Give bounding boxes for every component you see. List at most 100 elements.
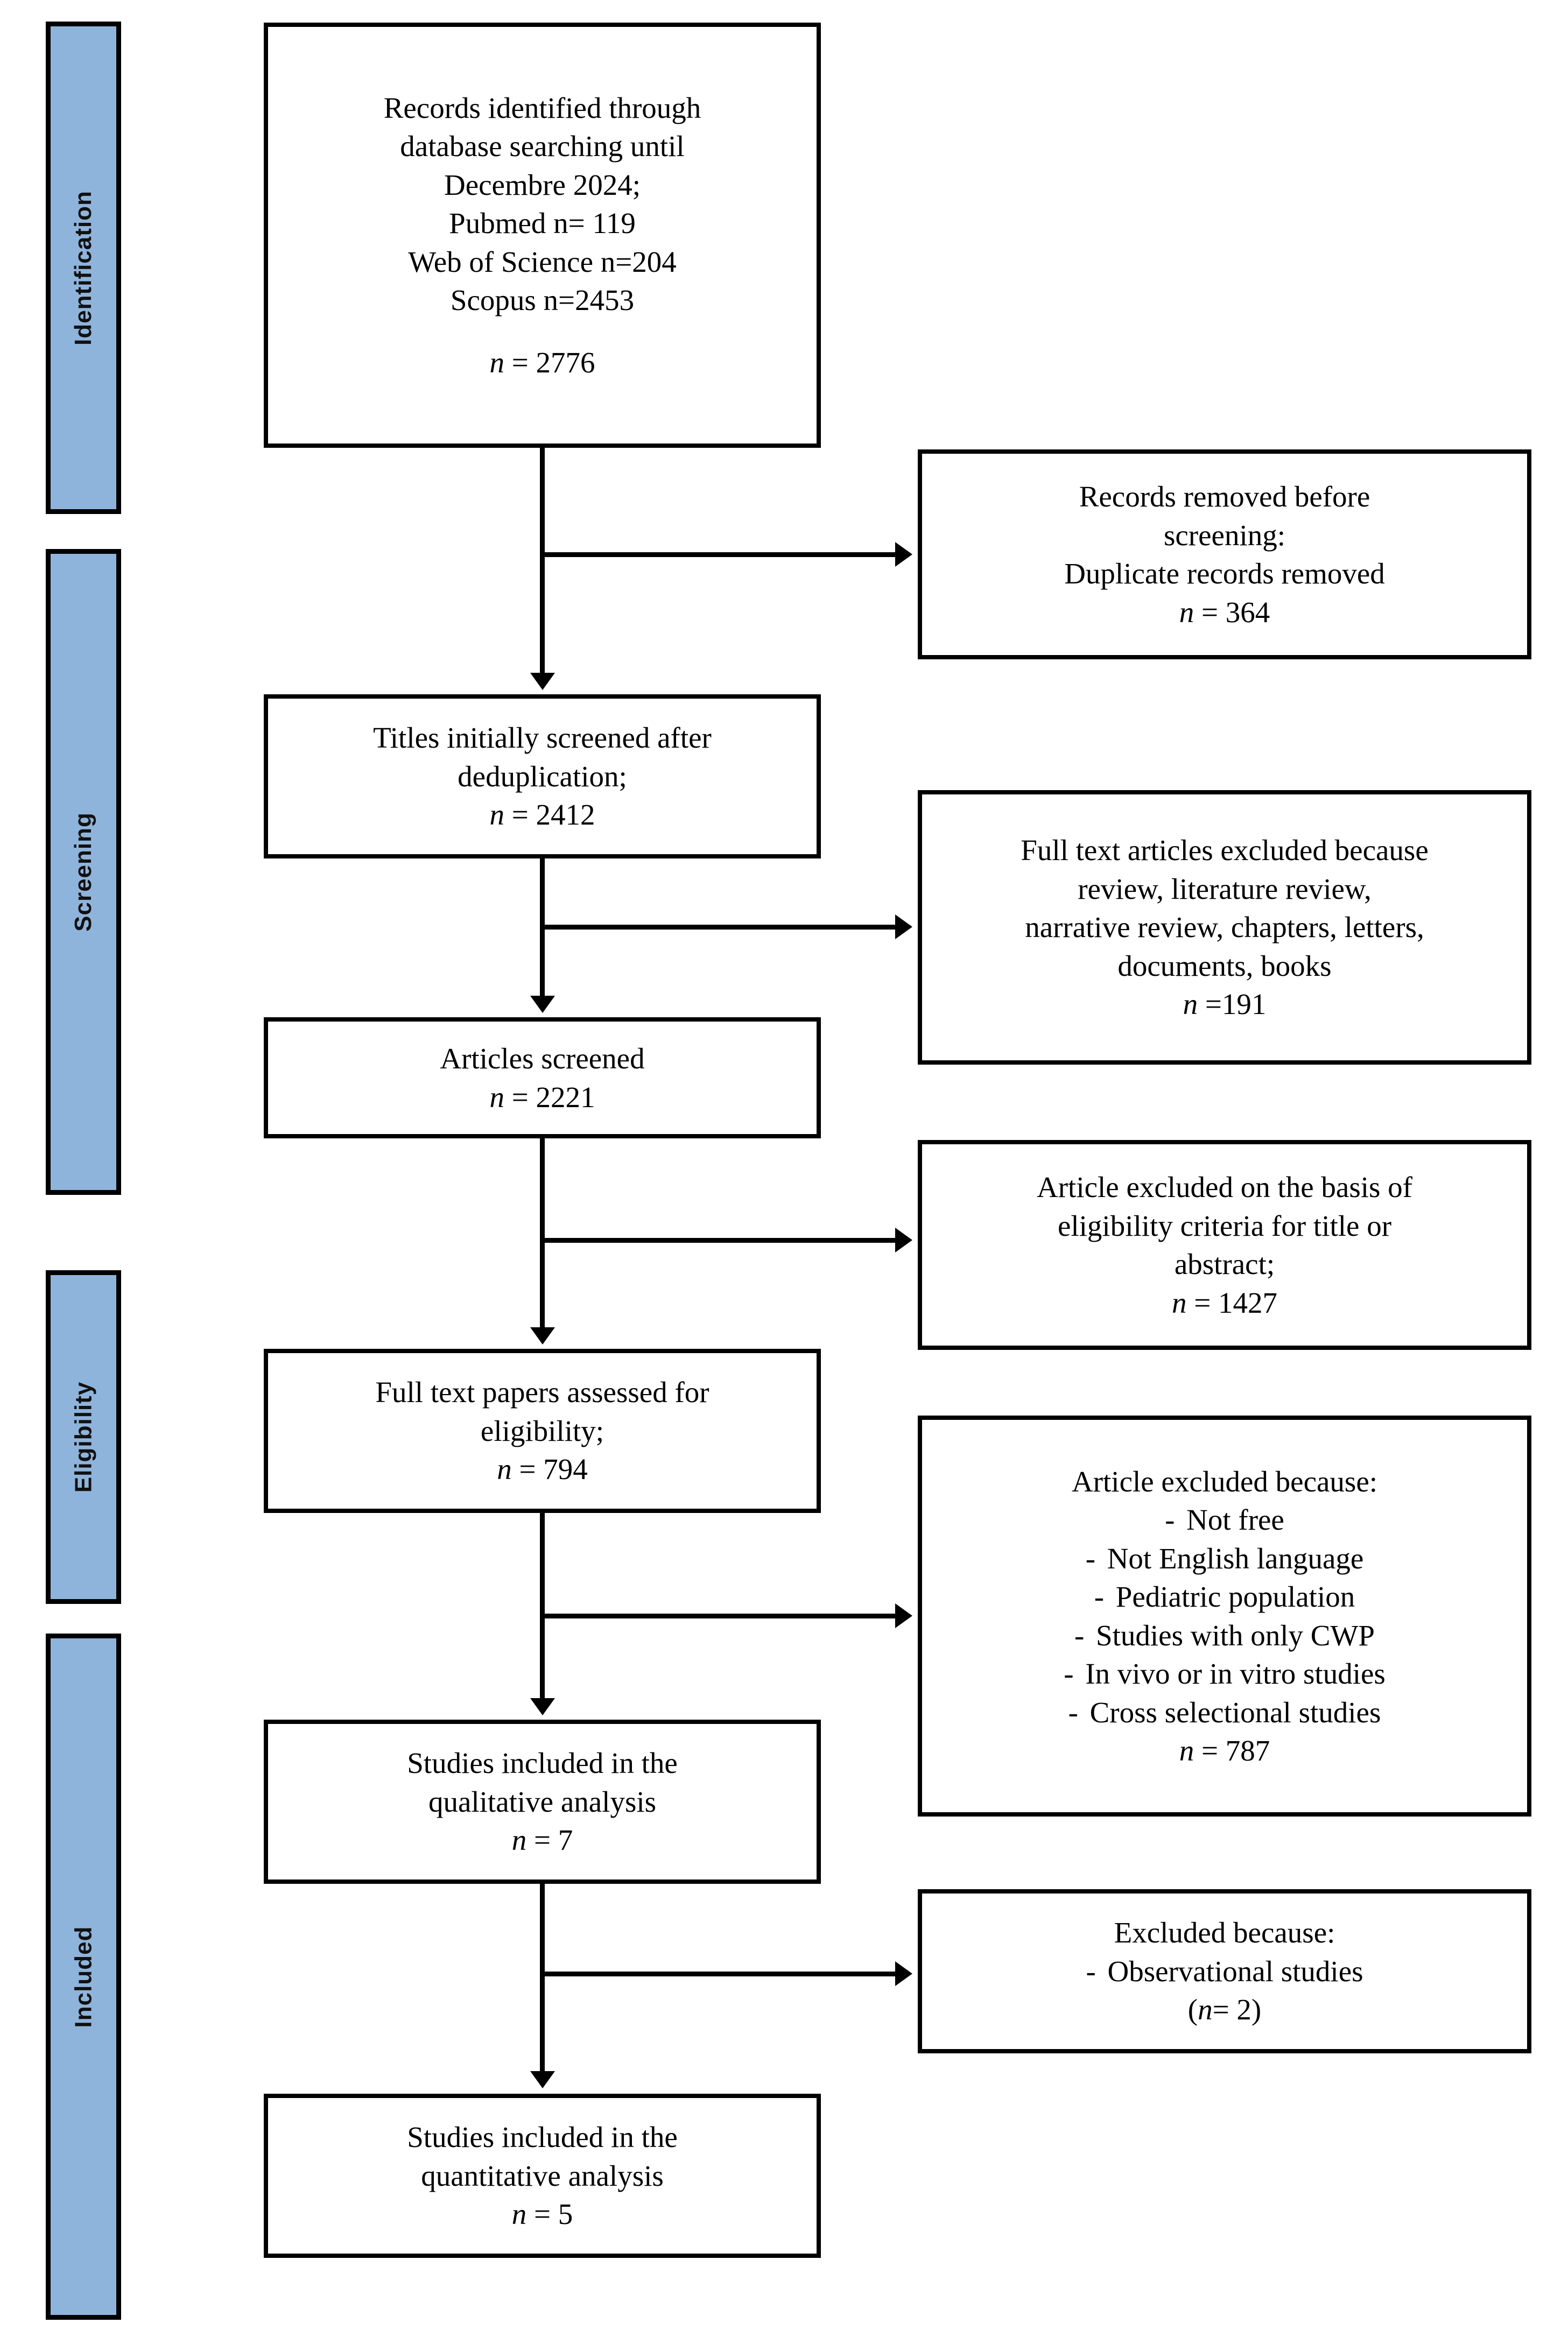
n-symbol: n — [511, 1824, 527, 1857]
arrowhead-right-to-fulltext-excluded — [895, 914, 912, 939]
list-item: - Not English language — [1086, 1539, 1364, 1578]
stage-bar-included: Included — [46, 1634, 121, 2320]
connector-articles-screened-to-assessed — [540, 1138, 545, 1329]
box-count: n = 5 — [512, 2195, 573, 2234]
arrowhead-right-to-excluded-observational — [895, 1961, 912, 1986]
list-item: - Studies with only CWP — [1074, 1616, 1375, 1655]
box-line: narrative review, chapters, letters, — [1025, 911, 1424, 944]
list-item: - In vivo or in vitro studies — [1064, 1655, 1386, 1693]
bullet-dash-icon: - — [1074, 1618, 1085, 1652]
stage-label-screening: Screening — [70, 812, 96, 932]
n-symbol: n — [1171, 1286, 1187, 1319]
box-count: n = 2776 — [489, 343, 595, 382]
exclusion-reason-list: - Observational studies — [934, 1952, 1515, 1991]
box-line: Records identified through — [383, 91, 701, 124]
box-line: screening: — [1163, 518, 1285, 552]
n-symbol: n — [1183, 988, 1198, 1021]
connector-qualitative-to-excluded-observational — [540, 1972, 895, 1976]
box-excluded-observational: Excluded because: - Observational studie… — [918, 1889, 1531, 2053]
box-count: n = 794 — [497, 1450, 588, 1489]
list-item-label: Pediatric population — [1115, 1580, 1355, 1613]
box-count: n = 2221 — [489, 1078, 595, 1117]
list-item: - Not free — [1165, 1501, 1284, 1539]
n-symbol: n — [489, 798, 504, 832]
n-value: = 2412 — [511, 798, 595, 832]
bullet-dash-icon: - — [1165, 1503, 1175, 1536]
stage-label-eligibility: Eligibility — [70, 1381, 97, 1493]
box-line: Duplicate records removed — [1064, 557, 1385, 590]
arrowhead-down-to-titles — [530, 673, 555, 690]
list-item-label: Not English language — [1107, 1541, 1364, 1575]
connector-assessed-to-article-excluded — [540, 1614, 895, 1618]
box-line: Article excluded on the basis of — [1037, 1171, 1412, 1203]
box-count: n = 1427 — [1172, 1284, 1277, 1322]
box-line: Pubmed n= 119 — [449, 207, 636, 240]
box-heading: Article excluded because: — [1071, 1465, 1378, 1498]
n-symbol: n — [489, 1080, 504, 1114]
box-heading: Excluded because: — [1114, 1916, 1335, 1949]
box-line: Articles screened — [440, 1042, 645, 1075]
n-value: = 2221 — [511, 1080, 595, 1114]
box-line: Scopus n=2453 — [450, 284, 635, 317]
box-records-identified: Records identified through database sear… — [264, 23, 821, 448]
connector-qualitative-to-quantitative — [540, 1884, 545, 2072]
bullet-dash-icon: - — [1064, 1657, 1074, 1690]
box-excluded-eligibility-criteria: Article excluded on the basis of eligibi… — [918, 1140, 1531, 1350]
arrowhead-down-to-articles-screened — [530, 996, 555, 1013]
n-symbol: n — [1198, 1993, 1213, 2026]
box-fulltext-excluded-publication-type: Full text articles excluded because revi… — [918, 790, 1531, 1065]
list-item-label: Studies with only CWP — [1096, 1618, 1375, 1652]
box-studies-included-qualitative: Studies included in the qualitative anal… — [264, 1720, 821, 1884]
n-symbol: n — [1179, 1734, 1194, 1767]
n-suffix: ) — [1251, 1993, 1262, 2026]
box-line: Titles initially screened after — [373, 721, 712, 755]
arrowhead-right-to-excluded-eligibility — [895, 1228, 912, 1252]
list-item-label: Cross selectional studies — [1089, 1695, 1381, 1729]
box-count: n = 364 — [1179, 593, 1270, 632]
box-line: abstract; — [1174, 1248, 1275, 1280]
box-count: n = 787 — [1179, 1731, 1270, 1770]
arrowhead-right-to-article-excluded — [895, 1603, 912, 1628]
connector-articles-screened-to-excluded-eligibility — [540, 1238, 895, 1243]
arrowhead-right-to-duplicates — [895, 542, 912, 567]
n-value: = 794 — [519, 1453, 588, 1486]
box-line: Full text papers assessed for — [375, 1376, 709, 1409]
stage-bar-identification: Identification — [46, 22, 121, 514]
box-line: Web of Science n=204 — [408, 245, 677, 278]
n-value: = 2776 — [511, 346, 595, 379]
n-value: = 2 — [1212, 1993, 1251, 2026]
connector-titles-to-fulltext-excluded — [540, 925, 895, 930]
exclusion-reason-list: - Not free - Not English language - Pedi… — [934, 1501, 1515, 1731]
stage-bar-screening: Screening — [46, 549, 121, 1195]
connector-identified-to-duplicates — [540, 552, 895, 557]
box-count: n = 2412 — [489, 796, 595, 834]
box-line: deduplication; — [458, 759, 627, 793]
arrowhead-down-to-assessed — [530, 1327, 555, 1345]
box-fulltext-assessed-eligibility: Full text papers assessed for eligibilit… — [264, 1349, 821, 1513]
box-count: n =191 — [1183, 985, 1267, 1024]
stage-bar-eligibility: Eligibility — [46, 1270, 121, 1604]
bullet-dash-icon: - — [1086, 1954, 1096, 1988]
n-value: = 1427 — [1194, 1286, 1278, 1319]
box-titles-screened: Titles initially screened after deduplic… — [264, 694, 821, 858]
n-value: = 5 — [533, 2198, 573, 2231]
list-item: - Observational studies — [1086, 1952, 1363, 1991]
n-symbol: n — [497, 1453, 512, 1486]
list-item-label: Not free — [1186, 1503, 1284, 1536]
bullet-dash-icon: - — [1068, 1695, 1078, 1729]
arrowhead-down-to-quantitative — [530, 2071, 555, 2088]
box-records-removed-before-screening: Records removed before screening: Duplic… — [918, 449, 1531, 659]
box-line: Records removed before — [1079, 480, 1370, 513]
box-articles-screened: Articles screened n = 2221 — [264, 1017, 821, 1138]
box-line: qualitative analysis — [428, 1785, 657, 1818]
stage-label-identification: Identification — [70, 190, 96, 346]
arrowhead-down-to-qualitative — [530, 1698, 555, 1715]
box-line: Decembre 2024; — [444, 168, 641, 201]
box-line: Full text articles excluded because — [1021, 834, 1429, 867]
box-article-excluded-reasons: Article excluded because: - Not free - N… — [918, 1416, 1531, 1817]
connector-identified-to-titles — [540, 448, 545, 677]
box-line: eligibility; — [480, 1414, 604, 1447]
n-value: =191 — [1205, 988, 1267, 1021]
box-line: review, literature review, — [1078, 872, 1372, 905]
